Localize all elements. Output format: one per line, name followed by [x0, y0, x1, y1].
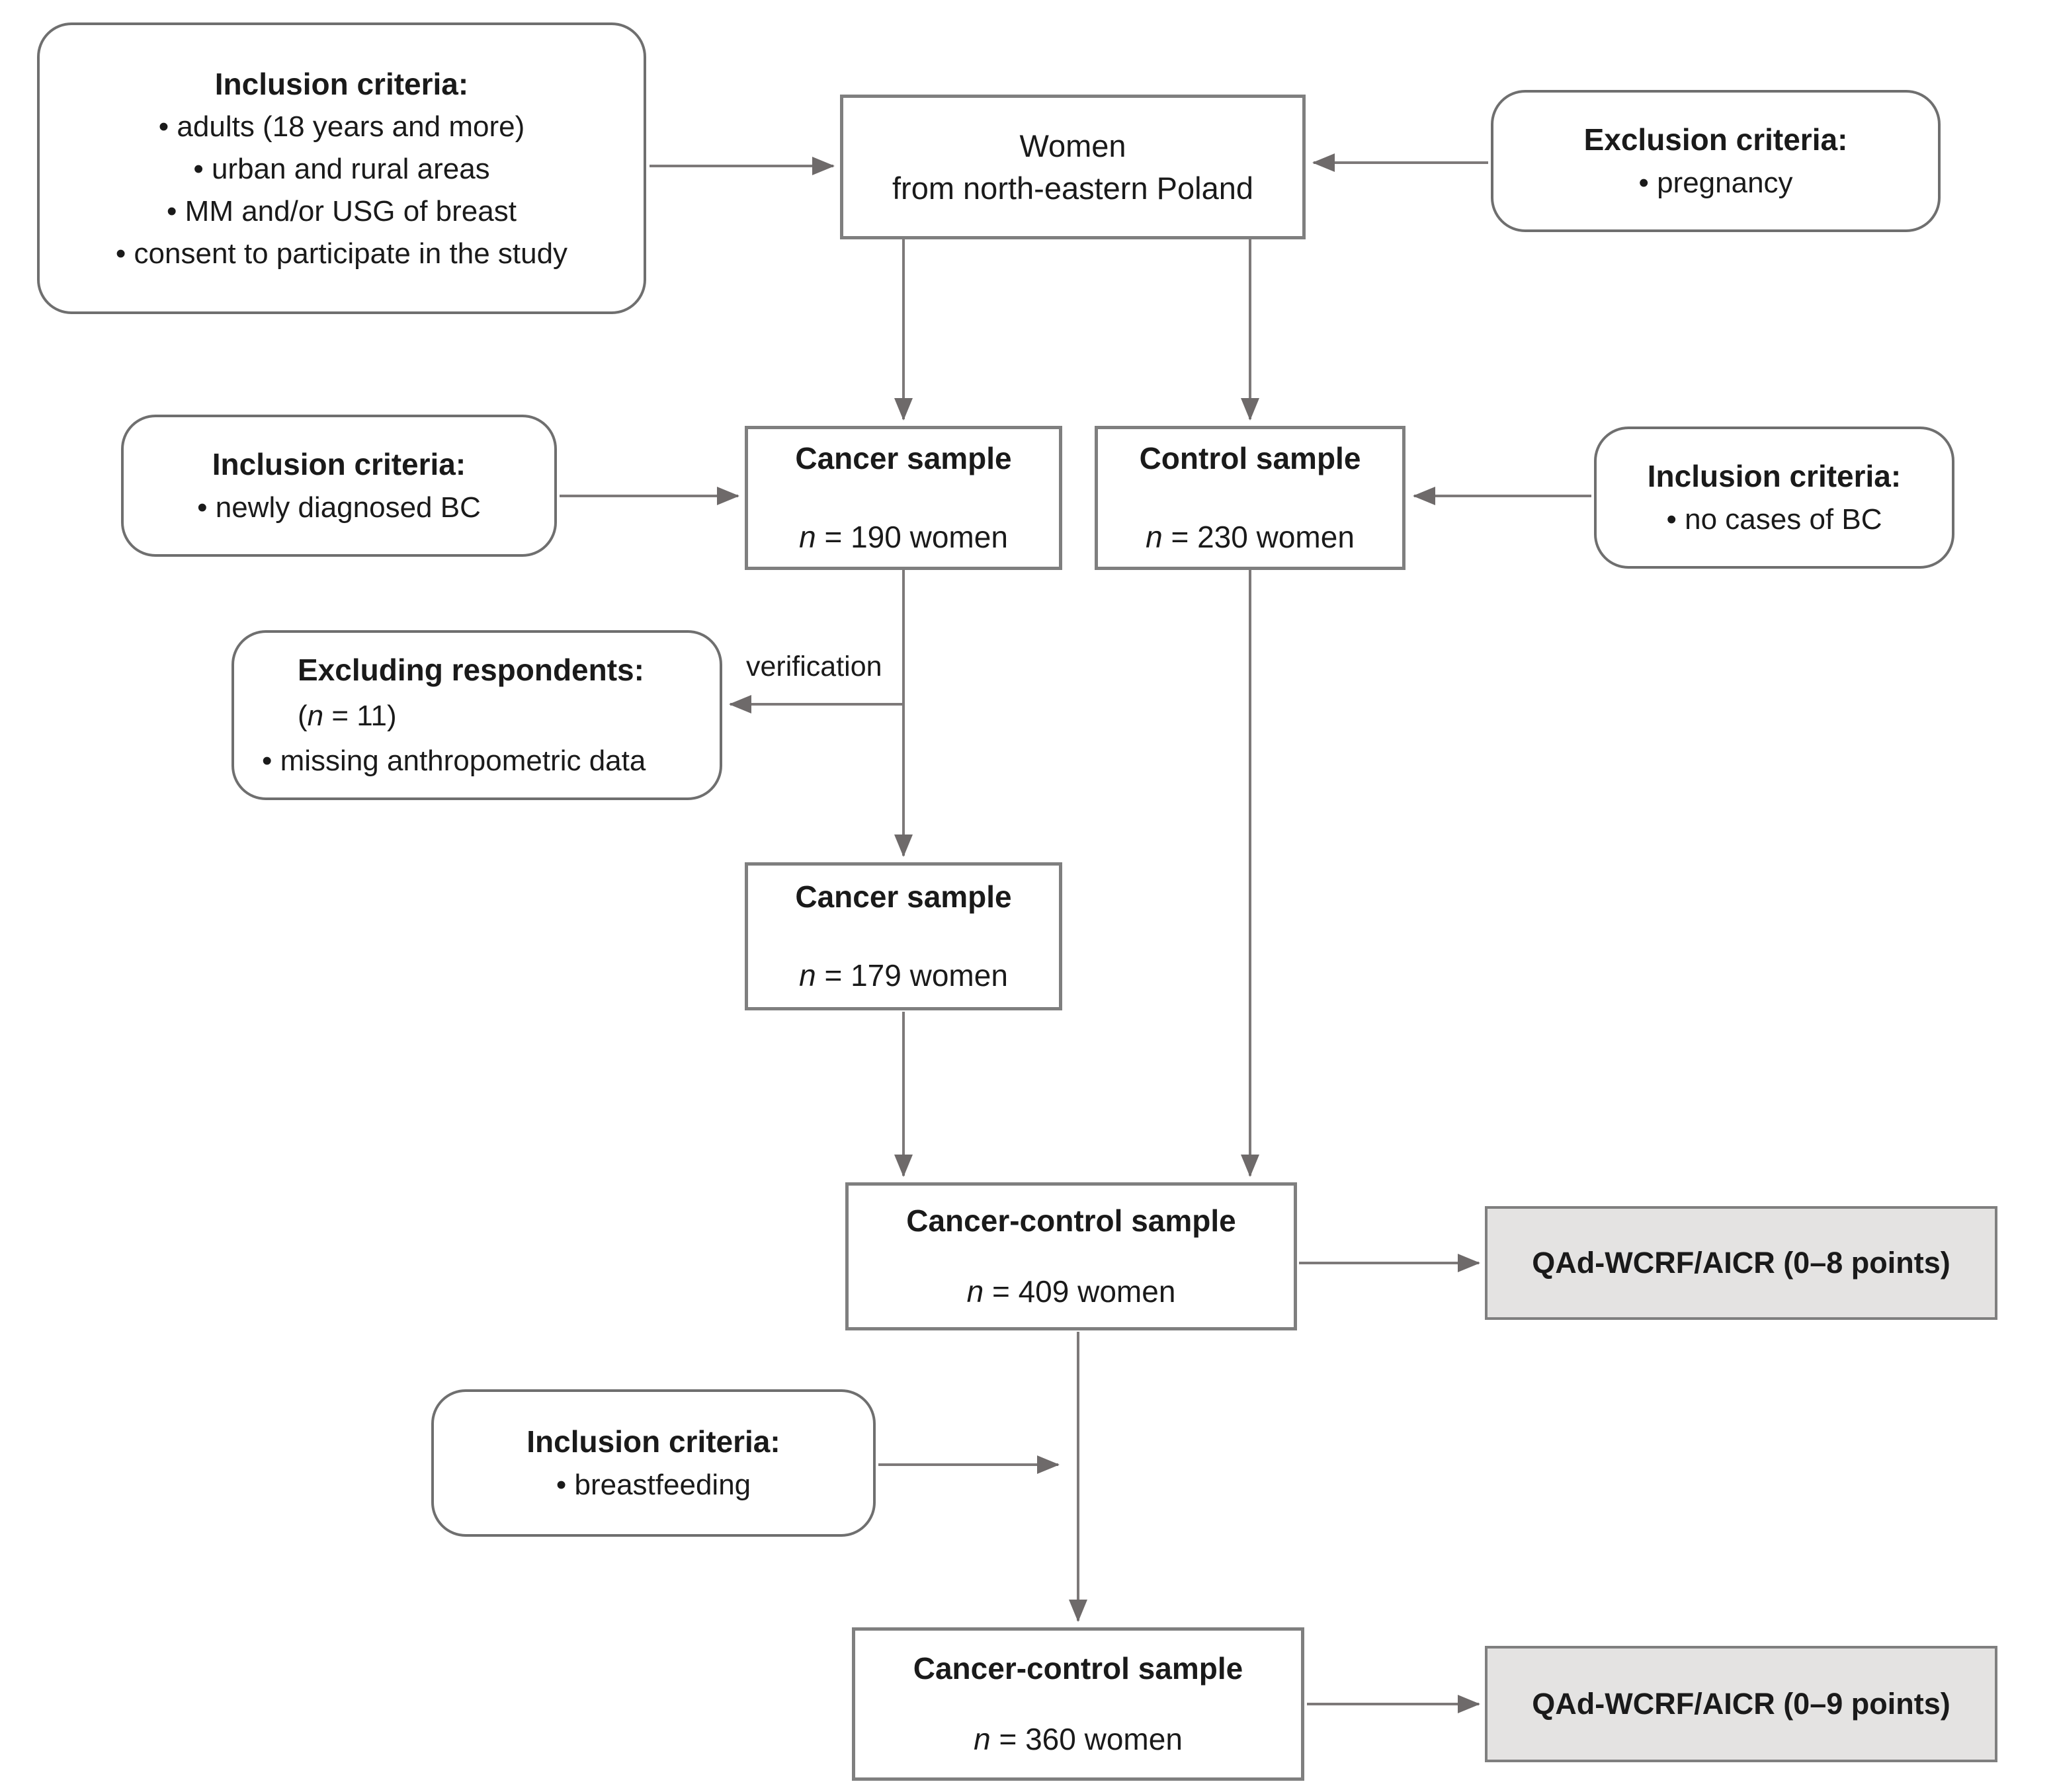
cancer-sample-190-box: Cancer sample n = 190 women	[745, 426, 1062, 570]
cancer-sample-190-title: Cancer sample	[795, 441, 1012, 476]
inclusion-top-bullet-areas: • urban and rural areas	[193, 153, 490, 186]
control-sample-title: Control sample	[1139, 441, 1361, 476]
inclusion-criteria-breastfeeding-box: Inclusion criteria: • breastfeeding	[431, 1389, 876, 1537]
inclusion-control-title: Inclusion criteria:	[1647, 459, 1902, 494]
control-sample-230-box: Control sample n = 230 women	[1095, 426, 1405, 570]
n-symbol: n	[799, 520, 816, 554]
inclusion-top-bullet-adults: • adults (18 years and more)	[158, 110, 525, 143]
excluding-n-line: (n = 11)	[298, 699, 397, 732]
inclusion-breastfeeding-bullet: • breastfeeding	[556, 1468, 751, 1501]
exclusion-criteria-box: Exclusion criteria: • pregnancy	[1491, 90, 1941, 232]
cancer-control-360-box: Cancer-control sample n = 360 women	[852, 1627, 1304, 1781]
women-box: Women from north-eastern Poland	[840, 95, 1306, 239]
inclusion-control-bullet-no-bc: • no cases of BC	[1666, 503, 1882, 536]
cancer-sample-179-count: n = 179 women	[799, 958, 1008, 993]
control-sample-count: n = 230 women	[1146, 520, 1355, 554]
cancer-control-360-title: Cancer-control sample	[913, 1651, 1243, 1686]
inclusion-cancer-title: Inclusion criteria:	[212, 447, 466, 482]
n-symbol: n	[307, 699, 324, 732]
exclusion-title: Exclusion criteria:	[1583, 122, 1848, 157]
inclusion-top-title: Inclusion criteria:	[214, 66, 469, 101]
verification-label: verification	[746, 651, 882, 682]
women-line2: from north-eastern Poland	[892, 170, 1253, 206]
cancer-sample-179-title: Cancer sample	[795, 879, 1012, 915]
n-symbol: n	[1146, 520, 1163, 554]
excluding-title: Excluding respondents:	[298, 652, 644, 687]
n-symbol: n	[966, 1274, 984, 1309]
qad-wcrf-aicr-0-9-box: QAd-WCRF/AICR (0–9 points)	[1485, 1646, 1997, 1762]
inclusion-criteria-top-box: Inclusion criteria: • adults (18 years a…	[37, 22, 646, 314]
inclusion-criteria-control-box: Inclusion criteria: • no cases of BC	[1594, 427, 1954, 569]
n-symbol: n	[799, 958, 816, 993]
cancer-sample-190-count: n = 190 women	[799, 520, 1008, 554]
cancer-control-409-count: n = 409 women	[966, 1274, 1176, 1309]
qad-wcrf-aicr-0-8-box: QAd-WCRF/AICR (0–8 points)	[1485, 1206, 1997, 1320]
inclusion-top-bullet-consent: • consent to participate in the study	[115, 237, 568, 270]
excluding-bullet-missing-data: • missing anthropometric data	[262, 745, 646, 778]
cancer-control-409-box: Cancer-control sample n = 409 women	[845, 1182, 1297, 1330]
cancer-control-409-title: Cancer-control sample	[906, 1203, 1236, 1239]
n-symbol: n	[974, 1722, 991, 1756]
inclusion-top-bullet-mm-usg: • MM and/or USG of breast	[167, 194, 517, 227]
exclusion-bullet-pregnancy: • pregnancy	[1638, 166, 1793, 199]
inclusion-criteria-cancer-box: Inclusion criteria: • newly diagnosed BC	[121, 415, 557, 557]
inclusion-cancer-bullet-bc: • newly diagnosed BC	[197, 491, 481, 524]
inclusion-breastfeeding-title: Inclusion criteria:	[526, 1424, 780, 1459]
cancer-control-360-count: n = 360 women	[974, 1722, 1183, 1756]
women-line1: Women	[1019, 128, 1126, 164]
excluding-respondents-box: Excluding respondents: (n = 11) • missin…	[231, 630, 722, 800]
cancer-sample-179-box: Cancer sample n = 179 women	[745, 862, 1062, 1010]
